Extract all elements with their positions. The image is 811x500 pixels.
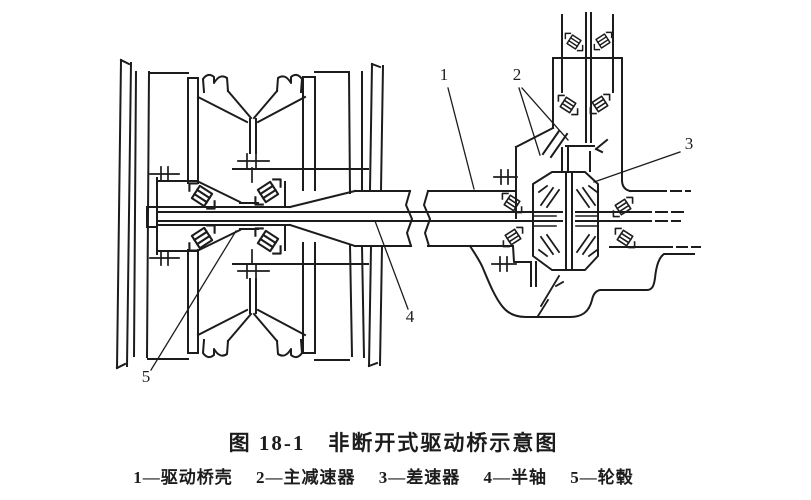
final-drive-unit <box>514 12 632 219</box>
right-axle-tube <box>609 190 701 248</box>
bearing-icon <box>188 224 216 252</box>
bearing-icon <box>254 227 282 255</box>
figure-legend: 1—驱动桥壳 2—主减速器 3—差速器 4—半轴 5—轮毂 <box>133 468 634 487</box>
bearing-icon <box>589 93 611 115</box>
callout-leader-lines <box>150 87 681 371</box>
axle-housing-tube <box>288 189 517 248</box>
housing-sump <box>468 244 695 318</box>
callout-2: 2 <box>513 65 522 84</box>
bearing-icon <box>564 32 584 52</box>
bearing-icon <box>612 196 634 218</box>
centerline-ticks-left <box>149 153 270 279</box>
half-shaft <box>156 211 563 222</box>
wheel-disc <box>196 73 307 359</box>
bearing-icon <box>614 227 636 249</box>
bearing-icon <box>557 94 579 116</box>
callout-5: 5 <box>142 367 151 386</box>
callout-1: 1 <box>440 65 449 84</box>
figure-caption: 图 18-1 非断开式驱动桥示意图 <box>228 431 559 455</box>
bearing-icon <box>254 178 282 206</box>
callout-3: 3 <box>685 134 694 153</box>
bearing-icon <box>501 192 523 214</box>
right-half-shaft <box>575 211 687 222</box>
wheel-hub <box>146 168 369 265</box>
bearing-icon <box>593 31 613 51</box>
differential-case <box>532 171 599 271</box>
bearing-icon <box>502 226 524 248</box>
centerline-ticks-diff <box>491 169 518 272</box>
callout-4: 4 <box>406 307 415 326</box>
wheel-rim-bands <box>115 58 385 370</box>
